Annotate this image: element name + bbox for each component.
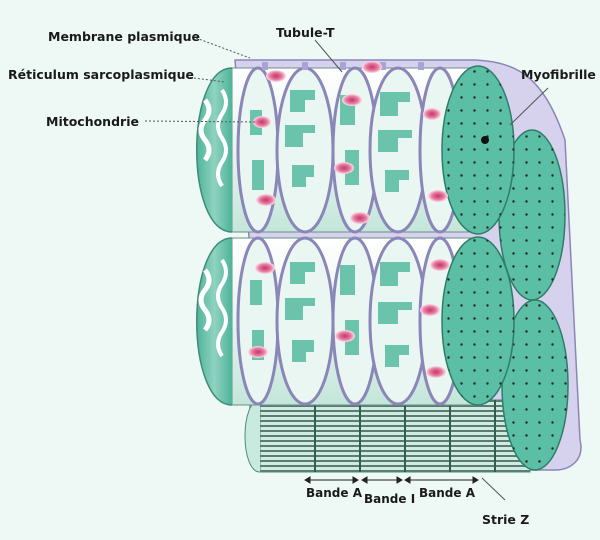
band-brackets [304,476,479,484]
myofibril-cylinder-lower [196,236,476,406]
label-myofibrille: Myofibrille [521,67,596,82]
leader-lines [144,37,549,501]
mitochondria [248,61,450,378]
label-mitochondrie: Mitochondrie [46,114,139,129]
label-tubule-t: Tubule-T [276,25,335,40]
label-bande-a-right: Bande A [419,486,476,500]
label-membrane-plasmique: Membrane plasmique [48,29,200,44]
myofibril-cylinder-upper [196,66,476,234]
label-reticulum-sarcoplasmique: Réticulum sarcoplasmique [8,67,194,82]
label-bande-a-left: Bande A [306,486,363,500]
label-strie-z: Strie Z [482,512,529,527]
t-tubules [262,62,424,70]
label-bande-i: Bande I [364,492,415,506]
myofibril-bundle-bottom [244,399,531,473]
